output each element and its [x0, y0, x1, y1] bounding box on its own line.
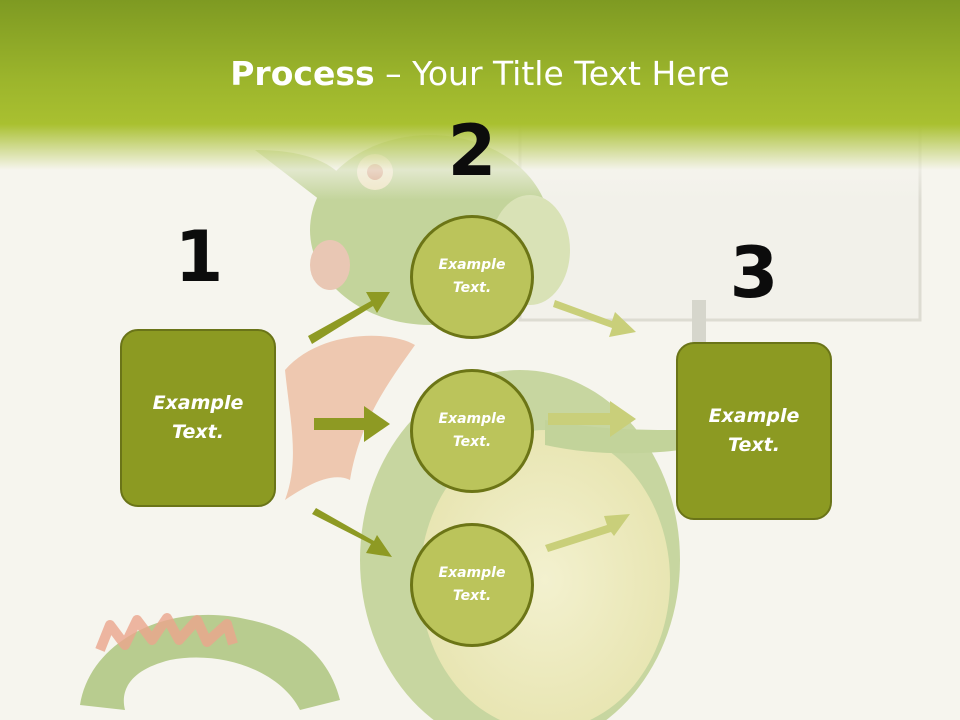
step-2-text-middle: Example Text. — [438, 411, 506, 450]
slide-title: Process – Your Title Text Here — [0, 52, 960, 96]
title-regular-part: – Your Title Text Here — [374, 54, 730, 93]
step-2-circle-bottom[interactable]: Example Text. — [410, 523, 534, 647]
step-1-box[interactable]: Example Text. — [120, 329, 276, 507]
title-bar — [0, 0, 960, 200]
step-number-2: 2 — [447, 110, 497, 192]
title-bold-part: Process — [230, 54, 375, 93]
step-number-3: 3 — [729, 232, 779, 314]
step-3-text: Example Text. — [708, 405, 800, 456]
step-number-1: 1 — [174, 216, 224, 298]
step-2-circle-middle[interactable]: Example Text. — [410, 369, 534, 493]
step-2-text-bottom: Example Text. — [438, 565, 506, 604]
step-2-text-top: Example Text. — [438, 257, 506, 296]
step-3-box[interactable]: Example Text. — [676, 342, 832, 520]
step-1-text: Example Text. — [152, 392, 244, 443]
step-2-circle-top[interactable]: Example Text. — [410, 215, 534, 339]
